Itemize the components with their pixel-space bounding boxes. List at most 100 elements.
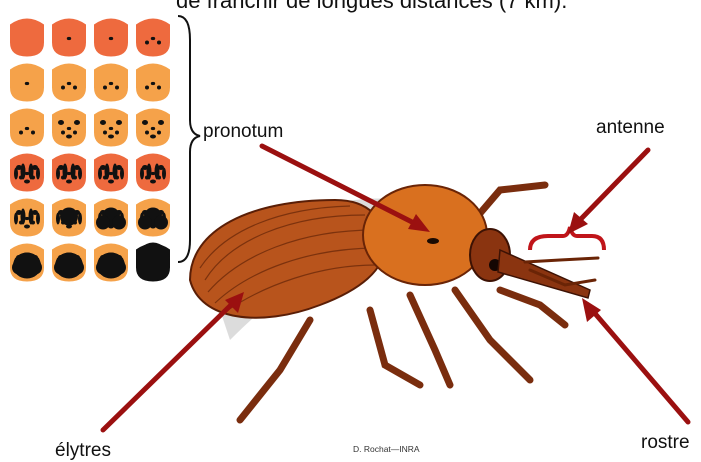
pronotum-spot-5 [150,135,156,139]
pronotum-spot-13 [55,253,83,279]
pronotum-spot-12 [154,216,168,230]
pronotum [363,185,487,285]
pronotum-spot-6 [21,209,26,225]
pronotum-spot-9 [36,168,40,180]
pronotum-spot-2 [157,131,161,135]
pronotum-variant-5-3 [136,243,170,282]
pronotum-spot [427,238,439,244]
pronotum-spot-1 [103,131,107,135]
pronotum-spot-9 [78,213,82,225]
pronotum-spot-3 [58,120,64,125]
pronotum-spot-5 [24,180,30,184]
pronotum-spot-8 [56,168,60,180]
pronotum-variant-5-1 [52,244,86,282]
pronotum-spot-0 [151,127,155,130]
pronotum-spot-0 [67,37,71,40]
pronotum-spot-1 [19,131,23,135]
pronotum-variant-4-3 [136,199,170,237]
pronotum-variant-3-2 [94,154,128,192]
pronotum-spot-9 [162,168,166,180]
pronotum-spot-0 [151,82,155,85]
pronotum-spot-0 [67,127,71,130]
pronotum-variant-2-3 [136,109,170,147]
label-antenne: antenne [596,117,665,139]
pronotum-variant-0-1 [52,19,86,57]
pronotum-variant-0-0 [10,19,44,57]
pronotum-spot-2 [73,86,77,90]
pronotum-variant-0-2 [94,19,128,57]
pronotum-spot-6 [105,164,110,180]
pronotum-variant-2-0 [10,109,44,147]
label-pronotum: pronotum [203,121,283,143]
pronotum-spot-3 [100,120,106,125]
pronotum-spot-2 [31,131,35,135]
pronotum-spot-9 [120,168,124,180]
pronotum-spot-1 [61,131,65,135]
pronotum-variant-1-2 [94,64,128,102]
pronotum-spot-7 [155,164,160,180]
pronotum-spot-9 [36,213,40,225]
pronotum-variants-grid [6,14,174,286]
pronotum-spot-2 [73,131,77,135]
pronotum-spot-8 [56,213,60,225]
photo-credit: D. Rochat—INRA [353,444,420,454]
pronotum-spot-7 [29,209,34,225]
pronotum-spot-5 [66,180,72,184]
pronotum-spot-5 [150,180,156,184]
pronotum-spot-6 [63,164,68,180]
pronotum-spot-1 [103,86,107,90]
pronotum-spot-2 [115,131,119,135]
pronotum-spot-11 [138,216,152,230]
pronotum-spot-4 [116,120,122,125]
pronotum-spot-4 [74,120,80,125]
pronotum-spot-1 [145,131,149,135]
pronotum-spot-0 [109,82,113,85]
pronotum-variant-3-3 [136,154,170,192]
pronotum-spot-0 [109,37,113,40]
pronotum-variant-1-0 [10,64,44,102]
pronotum-spot-1 [145,86,149,90]
pronotum-variant-4-2 [94,199,128,237]
beetle-illustration [170,170,610,430]
pronotum-spot-5 [66,135,72,139]
pronotum-variant-2-2 [94,109,128,147]
pronotum-variant-0-3 [136,19,170,57]
pronotum-variant-5-0 [10,244,44,282]
pronotum-spot-12 [112,216,126,230]
pronotum-spot-8 [14,213,18,225]
pronotum-spot-2 [115,86,119,90]
pronotum-variant-4-0 [10,199,44,237]
pronotum-spot-2 [157,86,161,90]
pronotum-spot-4 [158,120,164,125]
pronotum-spot-0 [25,127,29,130]
pronotum-spot-0 [109,127,113,130]
header-text: de franchir de longues distances (7 km). [176,0,567,14]
pronotum-spot-8 [14,168,18,180]
pronotum-spot-8 [140,168,144,180]
pronotum-variant-1-1 [52,64,86,102]
pronotum-spot-14 [136,243,170,281]
pronotum-variant-3-1 [52,154,86,192]
pronotum-spot-0 [67,82,71,85]
pronotum-spot-7 [29,164,34,180]
elytra [190,200,385,318]
pronotum-spot-13 [13,253,41,279]
pronotum-variant-3-0 [10,154,44,192]
label-elytres: élytres [55,440,111,462]
label-rostre: rostre [641,432,690,454]
pronotum-spot-10 [60,208,78,226]
pronotum-spot-11 [96,216,110,230]
pronotum-spot-1 [145,41,149,45]
pronotum-spot-5 [108,180,114,184]
pronotum-spot-13 [97,253,125,279]
pronotum-spot-3 [142,120,148,125]
pronotum-spot-5 [24,225,30,229]
pronotum-spot-9 [78,168,82,180]
pronotum-spot-1 [61,86,65,90]
pronotum-spot-6 [147,164,152,180]
pronotum-spot-5 [108,135,114,139]
pronotum-spot-7 [71,164,76,180]
pronotum-spot-2 [157,41,161,45]
pronotum-spot-7 [113,164,118,180]
pronotum-variant-5-2 [94,244,128,282]
